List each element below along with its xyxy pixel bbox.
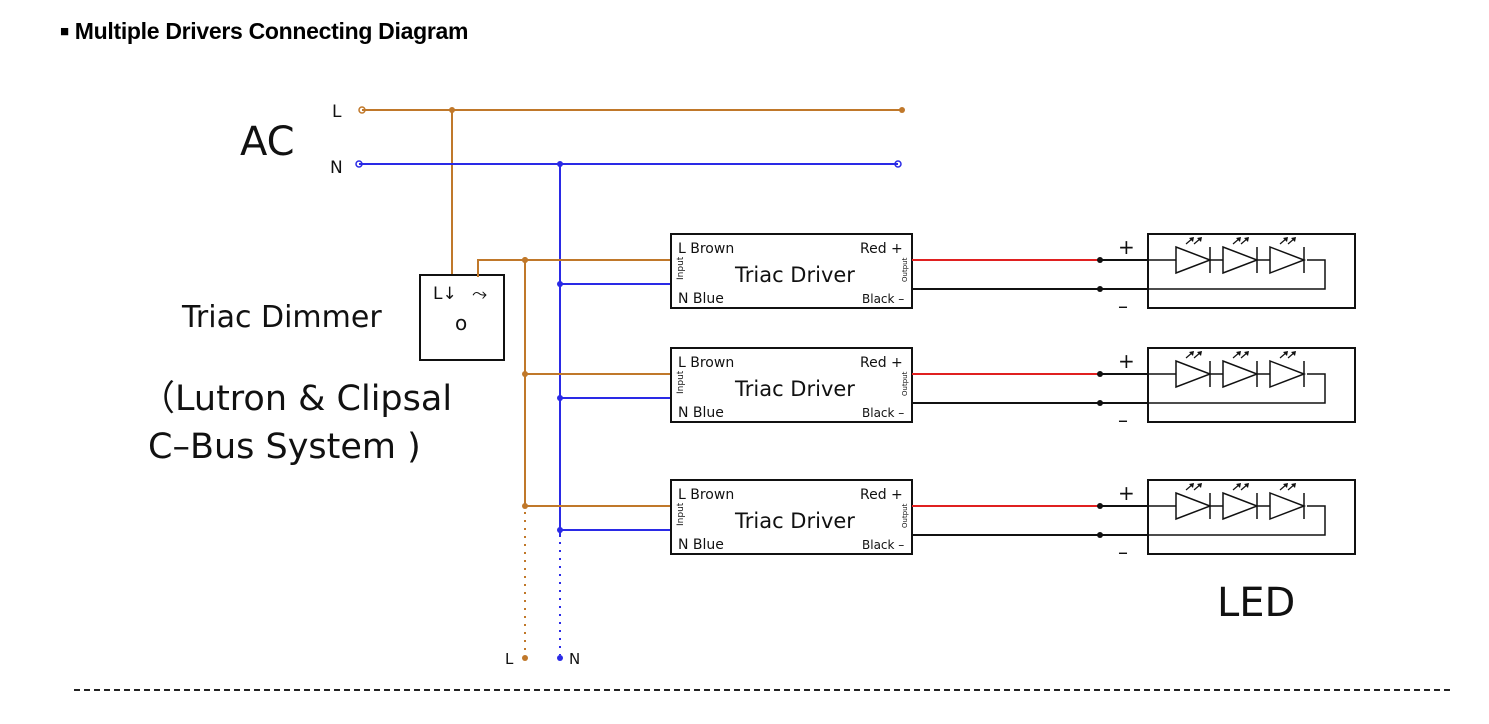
driver-input-label: Input [676, 256, 686, 280]
led-plus-label: + [1118, 481, 1135, 505]
bottom-l-label: L [505, 650, 514, 668]
diagram-heading: ■ Multiple Drivers Connecting Diagram [60, 18, 468, 45]
triac-driver-box [670, 479, 913, 555]
led-plus-label: + [1118, 235, 1135, 259]
led-diode-icon [1222, 351, 1270, 389]
driver-row-3: L Brown N Blue Triac Driver Red + Black – Inp… [522, 479, 1356, 564]
driver-n-blue-label: N Blue [678, 405, 724, 421]
driver-red-label: Red + [860, 241, 903, 257]
plus-terminal-dot [1097, 371, 1103, 377]
led-diode-icon [1175, 237, 1223, 275]
dimmer-symbol-l: L↓ [433, 284, 457, 304]
driver-output-label: Output [901, 257, 909, 282]
dimmer-output-wire [477, 259, 526, 507]
led-diode-icon [1175, 483, 1223, 521]
l-junction-dot [522, 371, 528, 377]
led-plus-label: + [1118, 349, 1135, 373]
dimmer-symbol-icon: ⤳ [472, 283, 487, 305]
minus-terminal-dot [1097, 286, 1103, 292]
triac-dimmer-label: Triac Dimmer [181, 300, 382, 335]
led-minus-label: – [1118, 408, 1128, 432]
ac-l-label: L [332, 102, 342, 122]
plus-terminal-dot [1097, 503, 1103, 509]
driver-l-brown-label: L Brown [678, 355, 734, 371]
driver-black-label: Black – [862, 406, 904, 420]
driver-row-2: L Brown N Blue Triac Driver Red + Black – Inp… [522, 347, 1356, 432]
driver-name-label: Triac Driver [734, 509, 855, 533]
bottom-n-label: N [569, 650, 580, 668]
driver-n-blue-label: N Blue [678, 537, 724, 553]
ac-label: AC [240, 119, 295, 165]
led-diode-icon [1222, 483, 1270, 521]
led-diode-icon [1269, 351, 1307, 389]
triac-driver-box [670, 347, 913, 423]
minus-terminal-dot [1097, 400, 1103, 406]
led-diode-icon [1175, 351, 1223, 389]
triac-driver-box [670, 233, 913, 309]
minus-terminal-dot [1097, 532, 1103, 538]
driver-l-brown-label: L Brown [678, 487, 734, 503]
l-junction-dot [522, 503, 528, 509]
n-junction-dot [557, 281, 563, 287]
driver-l-brown-label: L Brown [678, 241, 734, 257]
driver-name-label: Triac Driver [734, 263, 855, 287]
driver-black-label: Black – [862, 292, 904, 306]
driver-output-label: Output [901, 503, 909, 528]
led-diode-icon [1222, 237, 1270, 275]
driver-row-1: L Brown N Blue Triac Driver Red + Black – Inp… [522, 233, 1356, 318]
driver-black-label: Black – [862, 538, 904, 552]
driver-name-label: Triac Driver [734, 377, 855, 401]
dimmer-note-line2: C–Bus System ) [148, 427, 421, 467]
heading-bullet: ■ [60, 23, 69, 40]
l-junction-dot [522, 257, 528, 263]
driver-red-label: Red + [860, 355, 903, 371]
n-junction-dot [557, 527, 563, 533]
dimmer-symbol-o: o [455, 311, 467, 335]
plus-terminal-dot [1097, 257, 1103, 263]
led-minus-label: – [1118, 294, 1128, 318]
dimmer-note-line1: （Lutron & Clipsal [140, 379, 452, 419]
ac-n-label: N [330, 158, 343, 178]
ac-n-wire [359, 163, 898, 537]
driver-red-label: Red + [860, 487, 903, 503]
led-diode-icon [1269, 237, 1307, 275]
section-divider [74, 689, 1450, 691]
led-label: LED [1217, 580, 1295, 626]
driver-input-label: Input [676, 502, 686, 526]
driver-n-blue-label: N Blue [678, 291, 724, 307]
driver-output-label: Output [901, 371, 909, 396]
led-diode-icon [1269, 483, 1307, 521]
triac-dimmer-box [419, 274, 505, 361]
driver-input-label: Input [676, 370, 686, 394]
led-minus-label: – [1118, 540, 1128, 564]
heading-title: Multiple Drivers Connecting Diagram [74, 18, 469, 44]
n-junction-dot [557, 395, 563, 401]
